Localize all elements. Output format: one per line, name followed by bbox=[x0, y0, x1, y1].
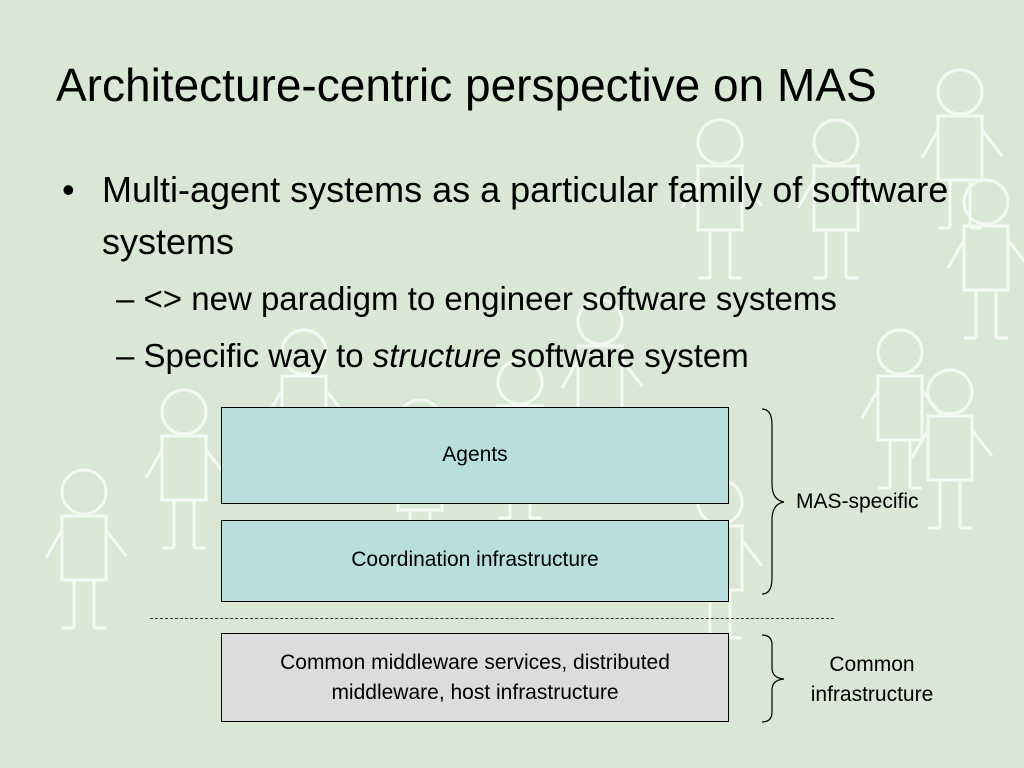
layer-common-line1: Common middleware services, distributed bbox=[280, 650, 670, 674]
bullet-text: Multi-agent systems as a particular fami… bbox=[102, 169, 949, 262]
subbullet-emphasis: structure bbox=[372, 337, 502, 374]
bullet-point: • Multi-agent systems as a particular fa… bbox=[62, 164, 992, 268]
dash-icon: – bbox=[116, 337, 135, 374]
layer-coordination-infrastructure: Coordination infrastructure bbox=[221, 520, 729, 602]
stick-figure-icon bbox=[44, 468, 128, 630]
label-common-line1: Common bbox=[829, 653, 915, 676]
label-common-infrastructure: Common infrastructure bbox=[792, 650, 952, 710]
slide-title: Architecture-centric perspective on MAS bbox=[56, 59, 877, 111]
bullet-icon: • bbox=[62, 169, 75, 210]
dashed-divider bbox=[150, 618, 834, 619]
stick-figure-icon bbox=[144, 388, 228, 550]
subbullet-prefix: Specific way to bbox=[143, 337, 373, 374]
layer-common-line2: middleware, host infrastructure bbox=[331, 680, 619, 704]
layer-common-middleware: Common middleware services, distributed … bbox=[221, 633, 729, 722]
dash-icon: – bbox=[116, 280, 135, 317]
stick-figure-icon bbox=[860, 328, 944, 490]
subbullet-new-paradigm: – <> new paradigm to engineer software s… bbox=[116, 280, 837, 318]
label-common-line2: infrastructure bbox=[810, 683, 934, 706]
label-mas-specific: MAS-specific bbox=[796, 490, 919, 513]
layer-agents: Agents bbox=[221, 407, 729, 504]
subbullet-suffix: software system bbox=[501, 337, 749, 374]
subbullet-text: <> new paradigm to engineer software sys… bbox=[143, 280, 837, 317]
subbullet-structure: – Specific way to structure software sys… bbox=[116, 337, 749, 375]
